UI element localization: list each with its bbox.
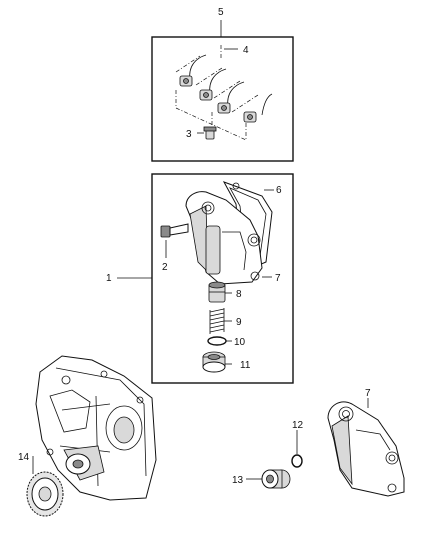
cooling-jet	[217, 81, 245, 114]
relief-plug	[202, 351, 226, 373]
piston-cooling-jets-group	[151, 20, 294, 162]
callout-2: 2	[162, 262, 168, 273]
pump-body	[185, 191, 263, 285]
jets-frame	[151, 36, 294, 162]
callout-8: 8	[236, 289, 242, 300]
callout-9: 9	[236, 317, 242, 328]
oil-pump-assembly-group	[117, 173, 294, 384]
callout-11: 11	[240, 360, 251, 371]
callout-7-pump: 7	[275, 273, 281, 284]
callout-13: 13	[232, 475, 244, 486]
pump-body-detail	[261, 401, 405, 497]
callout-3: 3	[186, 129, 192, 140]
callout-14: 14	[18, 452, 30, 463]
cooling-jet	[199, 68, 227, 101]
crank-gear	[26, 471, 64, 517]
pump-bolt	[160, 223, 189, 238]
callout-6: 6	[276, 185, 282, 196]
engine-front-cover	[26, 355, 157, 517]
relief-spring	[209, 308, 225, 334]
cooling-jet	[243, 93, 273, 123]
callout-10: 10	[234, 337, 246, 348]
callout-5: 5	[218, 7, 224, 18]
callout-7-detail: 7	[365, 388, 371, 399]
o-ring	[207, 336, 227, 346]
callout-12: 12	[292, 420, 304, 431]
plug-washer	[291, 454, 303, 468]
callout-4: 4	[243, 45, 249, 56]
relief-plunger	[208, 281, 226, 303]
cooling-jet	[179, 54, 207, 87]
jet-bolt	[203, 126, 217, 140]
drain-plug	[261, 469, 291, 489]
callout-1: 1	[106, 273, 112, 284]
pump-frame	[151, 173, 294, 384]
